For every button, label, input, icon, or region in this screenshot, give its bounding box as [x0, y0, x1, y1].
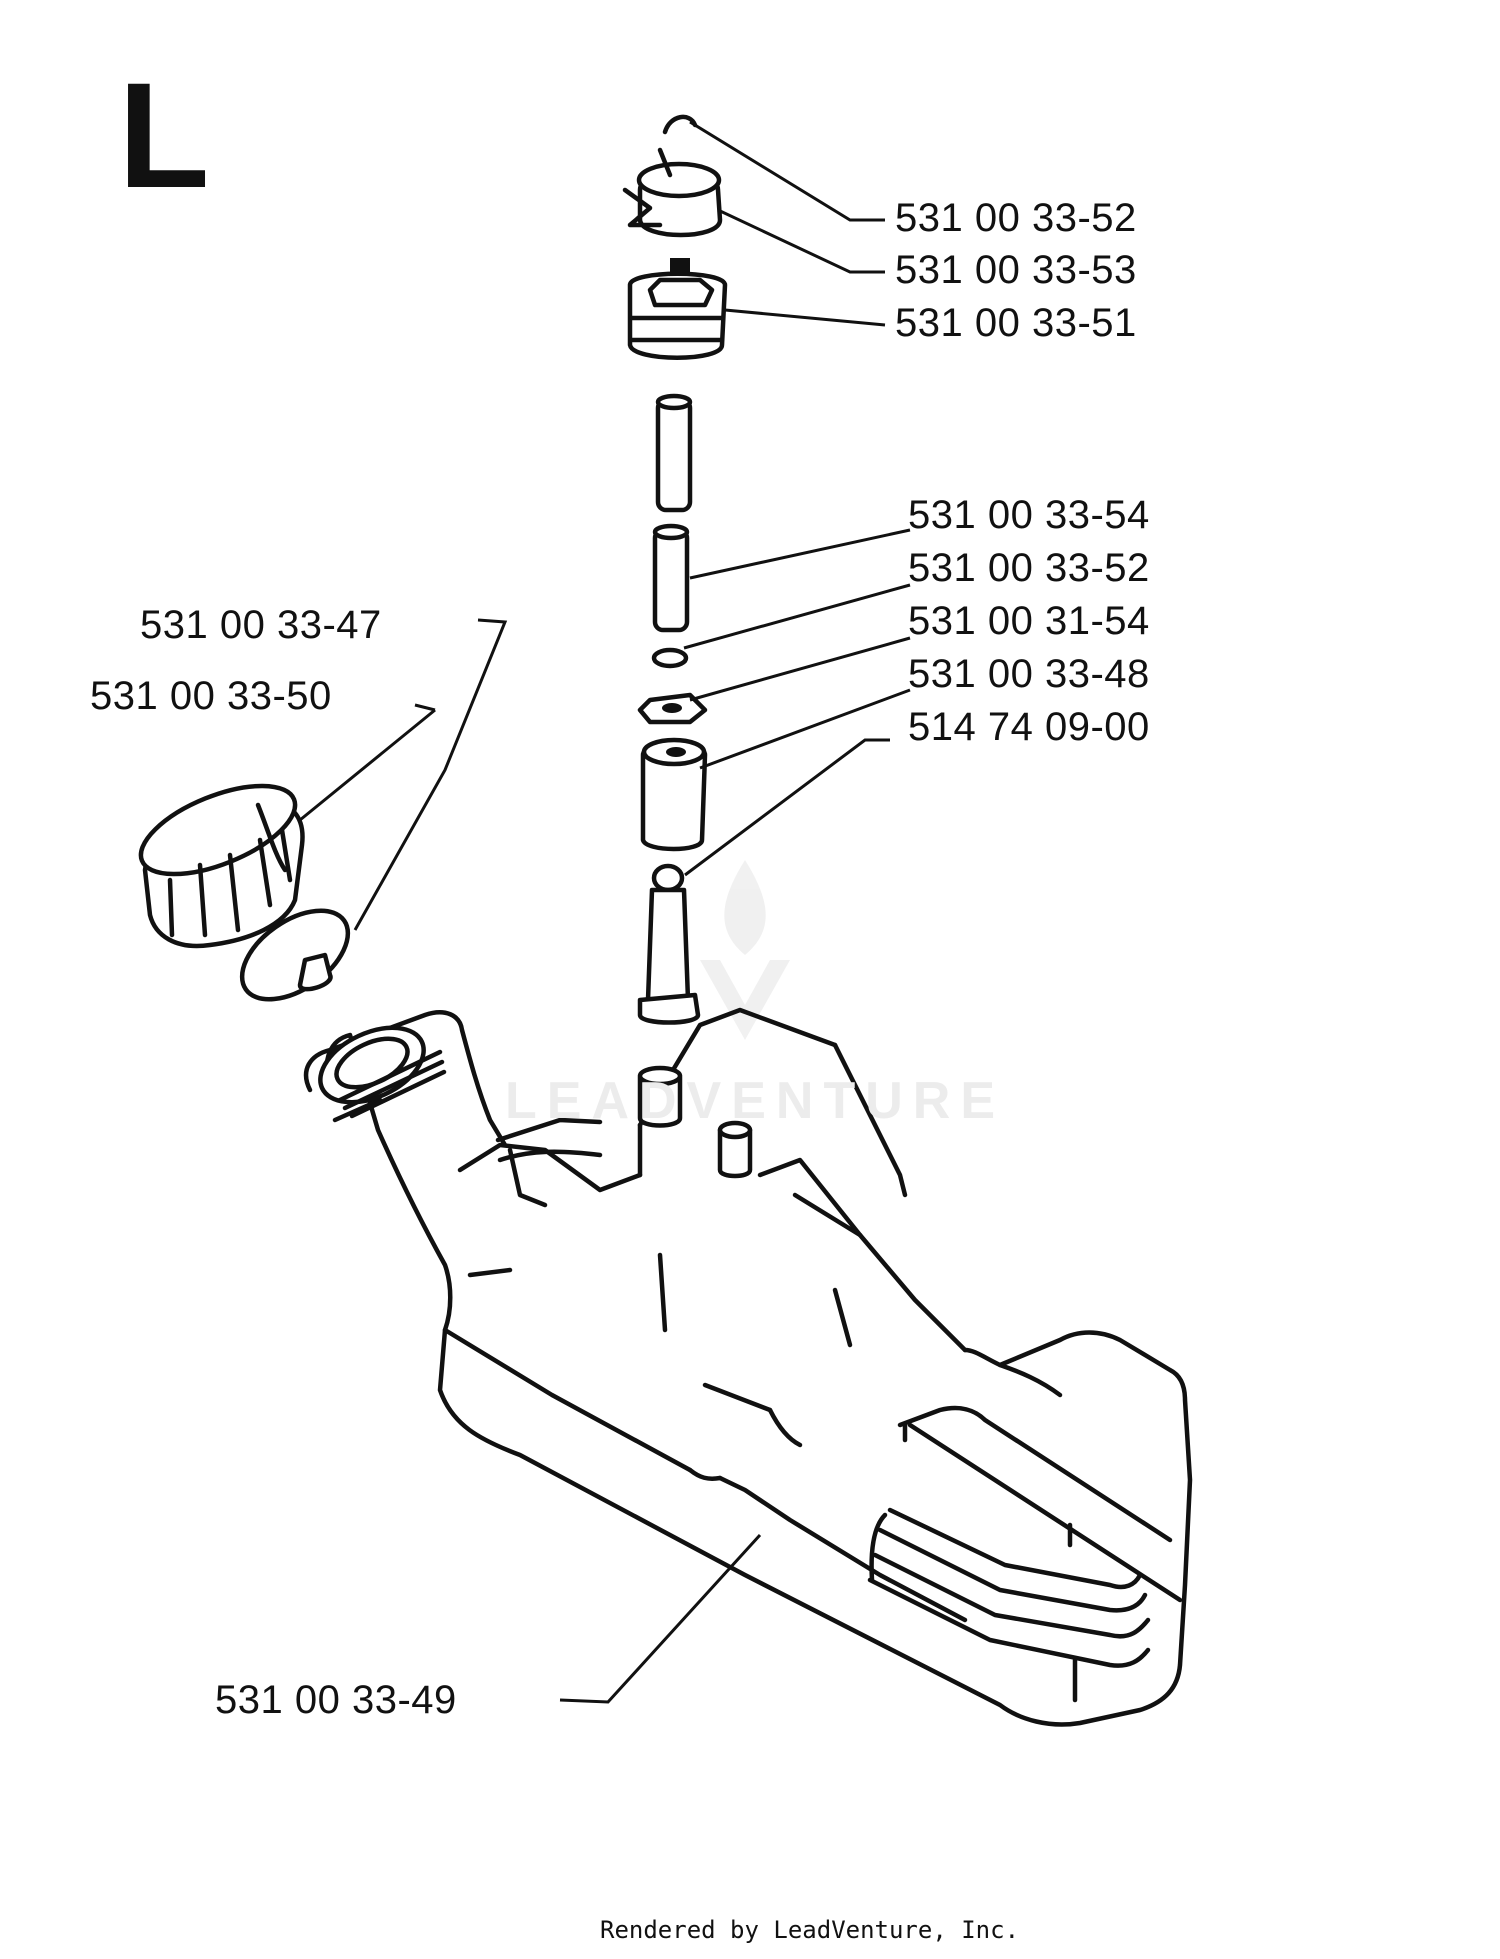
- label-washer-small[interactable]: 531 00 31-54: [908, 599, 1150, 643]
- label-grommet[interactable]: 531 00 33-51: [895, 301, 1137, 345]
- watermark-text: LEADVENTURE: [505, 1072, 1006, 1130]
- grommet: [627, 258, 728, 360]
- retaining-nut: [637, 692, 708, 725]
- label-filter[interactable]: 514 74 09-00: [908, 705, 1150, 749]
- tank-fittings: [637, 1065, 753, 1179]
- label-nut[interactable]: 531 00 33-48: [908, 652, 1150, 696]
- watermark-logo: [700, 860, 790, 1040]
- label-cap-seal[interactable]: 531 00 33-47: [140, 603, 382, 647]
- section-letter: L: [118, 51, 210, 219]
- fuel-filter: [640, 737, 708, 852]
- ring-top: [662, 114, 698, 135]
- fuel-pickup: [637, 863, 701, 1025]
- label-tank[interactable]: 531 00 33-49: [215, 1678, 457, 1722]
- hose-clamp: [622, 147, 723, 238]
- fuel-cap: [138, 783, 305, 949]
- cap-seal: [239, 908, 351, 1002]
- fuel-hose-upper: [655, 393, 693, 513]
- label-ring-top[interactable]: 531 00 33-52: [895, 196, 1137, 240]
- label-cap[interactable]: 531 00 33-50: [90, 674, 332, 718]
- fuel-hose-lower: [652, 523, 690, 633]
- washer-small: [651, 647, 689, 669]
- label-hose-lower[interactable]: 531 00 33-52: [908, 546, 1150, 590]
- label-clamp[interactable]: 531 00 33-53: [895, 248, 1137, 292]
- label-hose-upper[interactable]: 531 00 33-54: [908, 493, 1150, 537]
- leader-lines: [299, 120, 911, 1704]
- footer-credit: Rendered by LeadVenture, Inc.: [600, 1916, 1020, 1944]
- tank-vent-ribs: [867, 1507, 1151, 1668]
- filler-neck: [303, 1010, 603, 1163]
